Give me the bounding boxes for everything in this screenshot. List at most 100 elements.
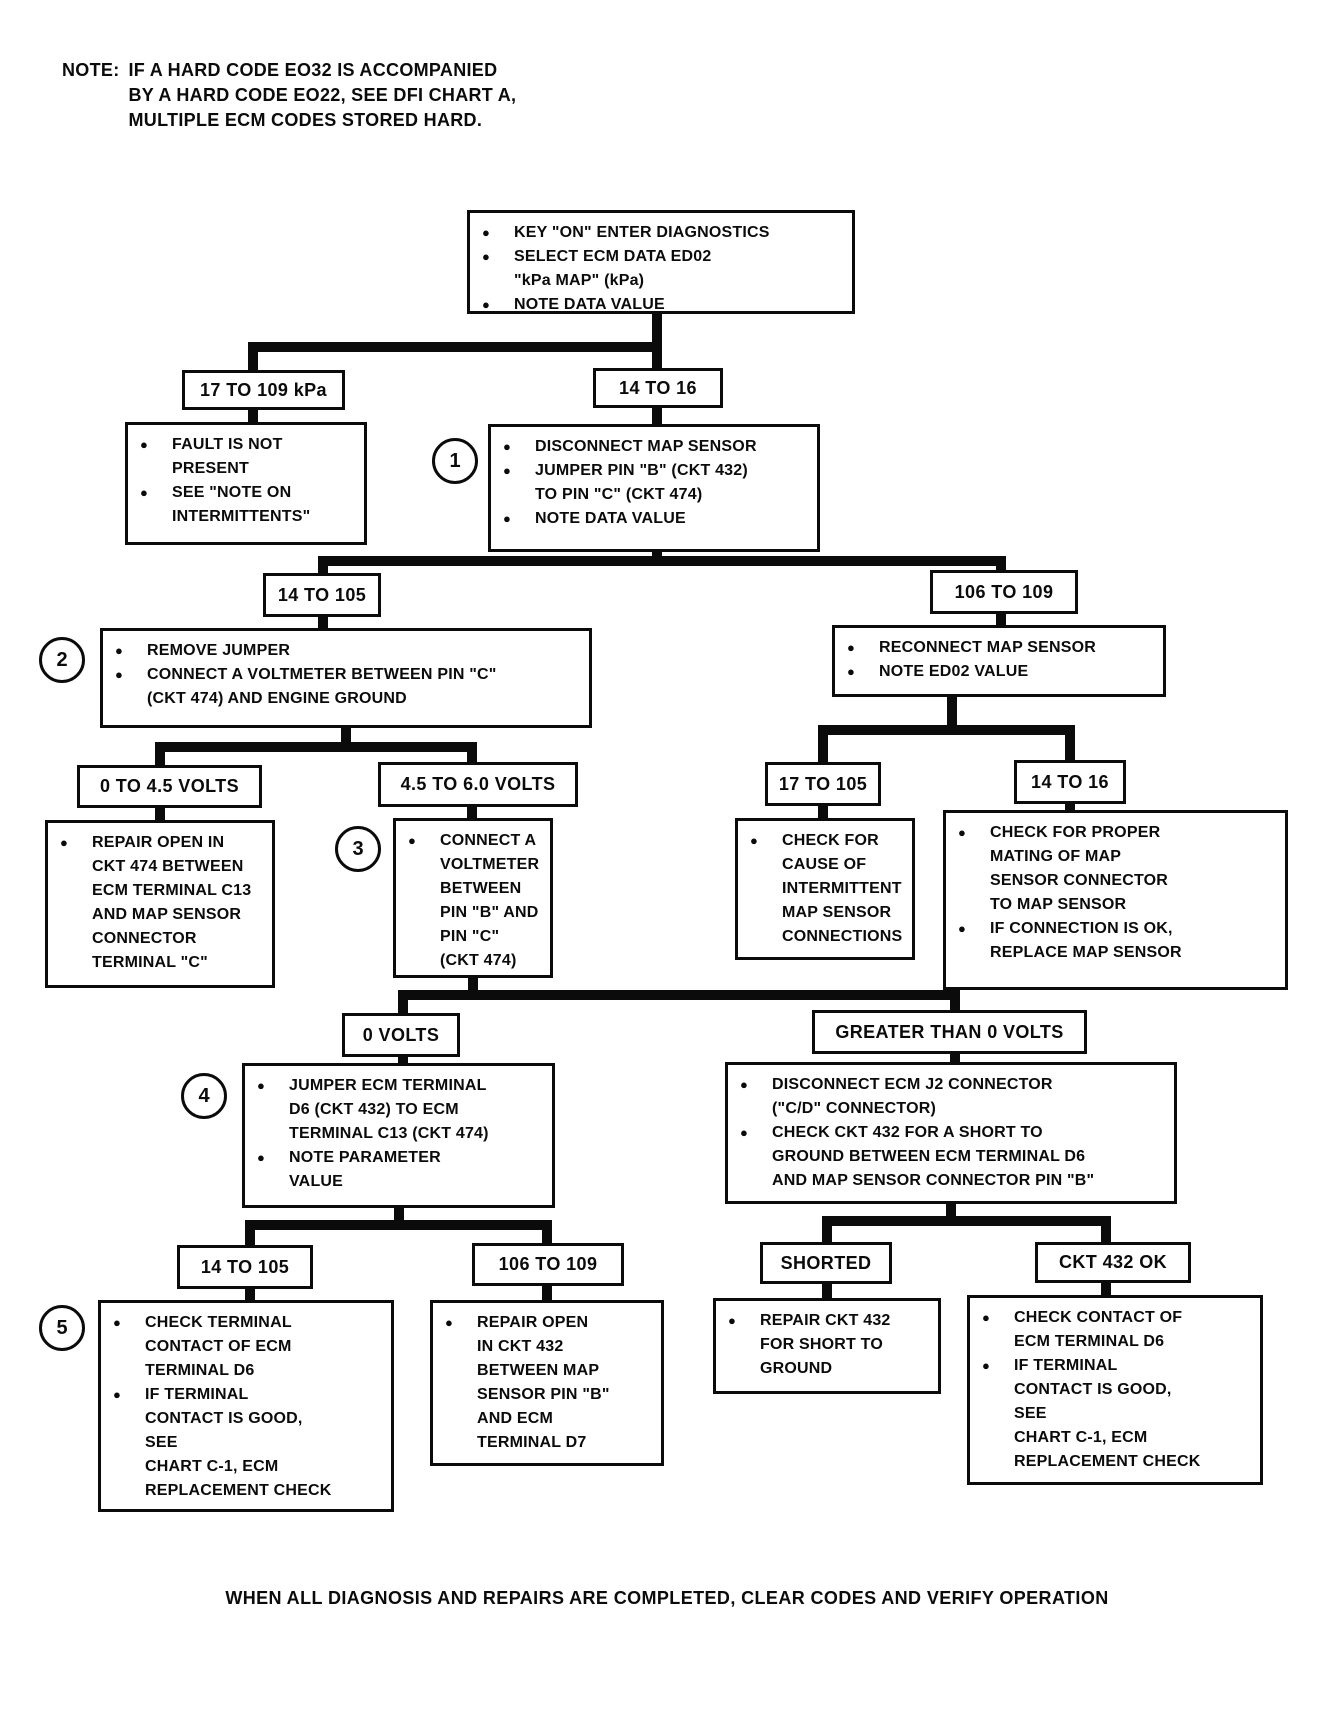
step-number-circle-3: 3 (335, 826, 381, 872)
bullet-icon: ● (482, 249, 491, 264)
box-line: ●CONNECT A (408, 829, 546, 853)
box-line: TERMINAL C13 (CKT 474) (257, 1122, 548, 1146)
box-line: FOR SHORT TO (728, 1333, 934, 1357)
outcome-label-106-to-109: 106 TO 109 (930, 570, 1078, 614)
bullet-spacer (60, 927, 92, 951)
bullet-spacer (257, 1122, 289, 1146)
box-line-text: IN CKT 432 (477, 1338, 564, 1355)
box-line-text: NOTE DATA VALUE (514, 296, 665, 313)
box-line: BETWEEN (408, 877, 546, 901)
bullet-spacer (740, 1145, 772, 1169)
box-line: ●SEE "NOTE ON (140, 481, 360, 505)
connector-line (155, 806, 165, 822)
bullet-icon: ● (482, 297, 491, 312)
box-line-text: SEE (1014, 1405, 1047, 1422)
box-line-text: D6 (CKT 432) TO ECM (289, 1101, 459, 1118)
box-line: ●IF CONNECTION IS OK, (958, 917, 1281, 941)
connector-line (652, 304, 662, 344)
box-line-text: CONNECT A (440, 832, 537, 849)
box-line-text: AND ECM (477, 1410, 554, 1427)
box-line-text: ECM TERMINAL D6 (1014, 1333, 1165, 1350)
box-line-text: SEE "NOTE ON (172, 484, 292, 501)
action-box-reconnect-map-sensor: ●RECONNECT MAP SENSOR●NOTE ED02 VALUE (832, 625, 1166, 697)
box-line: TO PIN "C" (CKT 474) (503, 483, 813, 507)
bullet-spacer (503, 483, 535, 507)
bullet-spacer (750, 925, 782, 949)
bullet-spacer (257, 1170, 289, 1194)
box-line-text: CONTACT IS GOOD, (145, 1410, 303, 1427)
connector-line (245, 1220, 552, 1230)
box-line: INTERMITTENTS" (140, 505, 360, 529)
box-line: AND MAP SENSOR (60, 903, 268, 927)
box-line: TERMINAL "C" (60, 951, 268, 975)
box-line-text: PIN "C" (440, 928, 500, 945)
box-line-text: CONNECTOR (92, 930, 197, 947)
box-line-text: CHART C-1, ECM (1014, 1429, 1148, 1446)
box-line-text: REPLACEMENT CHECK (145, 1482, 332, 1499)
connector-line (398, 990, 408, 1015)
box-line-text: MATING OF MAP (990, 848, 1122, 865)
connector-line (398, 990, 960, 1000)
box-line-text: DISCONNECT ECM J2 CONNECTOR (772, 1076, 1053, 1093)
box-line: SEE (982, 1402, 1256, 1426)
outcome-label-14-to-16: 14 TO 16 (593, 368, 723, 408)
outcome-label-14-to-16-right: 14 TO 16 (1014, 760, 1126, 804)
box-line: D6 (CKT 432) TO ECM (257, 1098, 548, 1122)
box-line: ●CHECK CKT 432 FOR A SHORT TO (740, 1121, 1170, 1145)
box-line-text: CONTACT IS GOOD, (1014, 1381, 1172, 1398)
box-line: TO MAP SENSOR (958, 893, 1281, 917)
box-line: AND MAP SENSOR CONNECTOR PIN "B" (740, 1169, 1170, 1193)
bullet-icon: ● (115, 667, 124, 682)
connector-line (155, 742, 165, 767)
bullet-icon: ● (60, 835, 69, 850)
connector-line (950, 990, 960, 1012)
box-line-text: GROUND BETWEEN ECM TERMINAL D6 (772, 1148, 1086, 1165)
bullet-icon: ● (482, 225, 491, 240)
outcome-label-4-5-to-6-0-volts: 4.5 TO 6.0 VOLTS (378, 762, 578, 807)
box-line-text: CHECK FOR PROPER (990, 824, 1161, 841)
box-line: GROUND (728, 1357, 934, 1381)
bullet-icon: ● (503, 463, 512, 478)
connector-line (1065, 802, 1075, 812)
bullet-spacer (113, 1479, 145, 1503)
box-line-text: IF TERMINAL (145, 1386, 249, 1403)
connector-line (996, 612, 1006, 627)
box-line-text: REPAIR CKT 432 (760, 1312, 891, 1329)
box-line: "kPa MAP" (kPa) (482, 269, 848, 293)
box-line-text: TERMINAL D7 (477, 1434, 587, 1451)
bullet-icon: ● (847, 640, 856, 655)
box-line: ECM TERMINAL D6 (982, 1330, 1256, 1354)
box-line-text: REPLACEMENT CHECK (1014, 1453, 1201, 1470)
bullet-spacer (750, 901, 782, 925)
box-line: ●DISCONNECT MAP SENSOR (503, 435, 813, 459)
box-line: ●CHECK FOR (750, 829, 908, 853)
box-line: GROUND BETWEEN ECM TERMINAL D6 (740, 1145, 1170, 1169)
box-line-text: VOLTMETER (440, 856, 540, 873)
connector-line (652, 550, 662, 558)
box-line: CONTACT IS GOOD, (113, 1407, 387, 1431)
box-line: ●REMOVE JUMPER (115, 639, 585, 663)
box-line: ●REPAIR OPEN IN (60, 831, 268, 855)
bullet-spacer (445, 1383, 477, 1407)
box-line: CONNECTIONS (750, 925, 908, 949)
box-line-text: REPLACE MAP SENSOR (990, 944, 1182, 961)
connector-line (1101, 1281, 1111, 1297)
box-line: PIN "B" AND (408, 901, 546, 925)
connector-line (318, 556, 1006, 566)
connector-line (818, 725, 1075, 735)
bullet-spacer (445, 1407, 477, 1431)
box-line-text: CHECK CKT 432 FOR A SHORT TO (772, 1124, 1043, 1141)
connector-line (155, 742, 477, 752)
box-line: PRESENT (140, 457, 360, 481)
box-line: CHART C-1, ECM (982, 1426, 1256, 1450)
bullet-icon: ● (257, 1078, 266, 1093)
connector-line (947, 695, 957, 727)
bullet-spacer (140, 457, 172, 481)
connector-line (542, 1220, 552, 1245)
connector-line (467, 742, 477, 764)
note-line: BY A HARD CODE EO22, SEE DFI CHART A, (128, 85, 517, 105)
bullet-icon: ● (115, 643, 124, 658)
